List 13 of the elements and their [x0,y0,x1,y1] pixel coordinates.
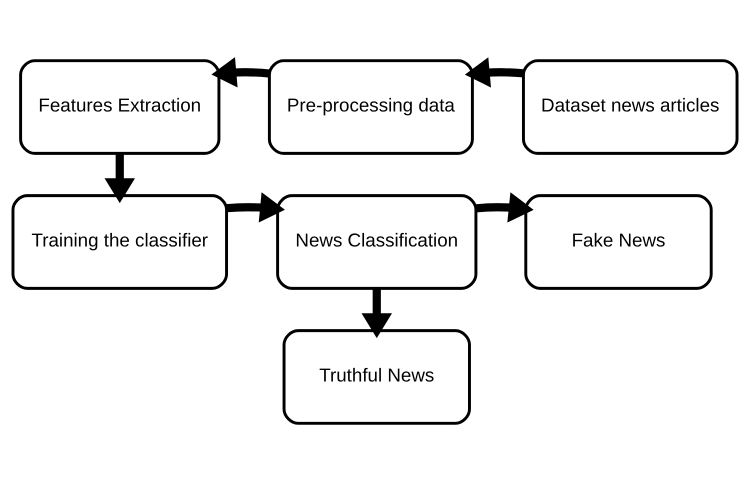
node-box: Pre-processing data [268,59,474,155]
node-box: Dataset news articles [522,59,738,155]
node-box: Fake News [524,194,713,290]
arrow [104,153,135,204]
arrow [362,288,392,338]
arrow [212,57,270,88]
arrow [464,57,524,88]
node-box: Features Extraction [19,59,220,155]
node-box: Truthful News [282,329,471,425]
node-box: News Classification [276,194,478,290]
arrow [226,192,285,223]
node-box: Training the classifier [12,194,228,290]
arrow [476,192,534,223]
